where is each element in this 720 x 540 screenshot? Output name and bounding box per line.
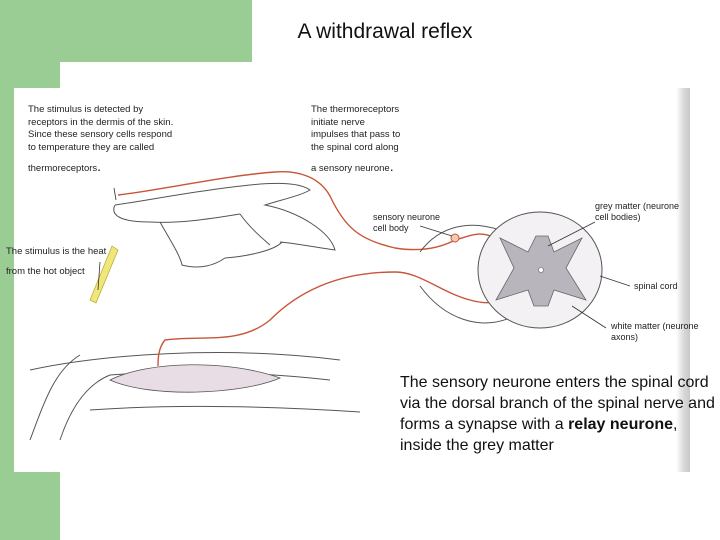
pointer-lines — [97, 187, 631, 329]
caption-thermoreceptors-initiate: The thermoreceptors initiate nerve impul… — [311, 104, 401, 153]
hand-drawing — [113, 182, 336, 268]
explanation-part1: The sensory neurone enters the spinal co… — [400, 374, 715, 433]
explanation-part2: , inside the grey matter — [400, 416, 678, 454]
motor-neurone-path — [157, 269, 523, 367]
figure-right-edge — [676, 88, 690, 472]
caption-stimulus-heat-line2: from the hot object — [6, 266, 85, 277]
explanation-text: The sensory neurone enters the spinal co… — [400, 372, 720, 456]
caption-thermoreceptors: thermoreceptors. — [28, 158, 102, 176]
explanation-relay-neurone: relay neurone — [568, 416, 674, 433]
sensory-neurone-words: a sensory neurone — [311, 163, 390, 174]
spinal-cord-section — [477, 211, 603, 329]
sensory-neurone-path — [117, 171, 523, 267]
sensory-cell-body — [450, 233, 460, 243]
slide-title: A withdrawal reflex — [297, 20, 473, 43]
label-spinal-cord: spinal cord — [634, 281, 678, 291]
thermoreceptors-period: . — [97, 158, 102, 174]
hot-object — [89, 245, 119, 304]
label-sensory-cell-body: sensory neurone cell body — [373, 212, 441, 233]
thermoreceptors-word: thermoreceptors — [28, 163, 98, 174]
label-grey-matter: grey matter (neurone cell bodies) — [595, 201, 680, 222]
muscle-shape — [109, 364, 282, 393]
label-white-matter: white matter (neurone axons) — [611, 321, 699, 342]
spinal-nerve-outline — [419, 224, 511, 324]
caption-stimulus-heat-line1: The stimulus is the heat — [6, 246, 107, 257]
sensory-neurone-period: . — [389, 158, 394, 174]
caption-sensory-neurone: a sensory neurone. — [311, 158, 394, 176]
caption-stimulus-detected: The stimulus is detected by receptors in… — [28, 104, 174, 153]
